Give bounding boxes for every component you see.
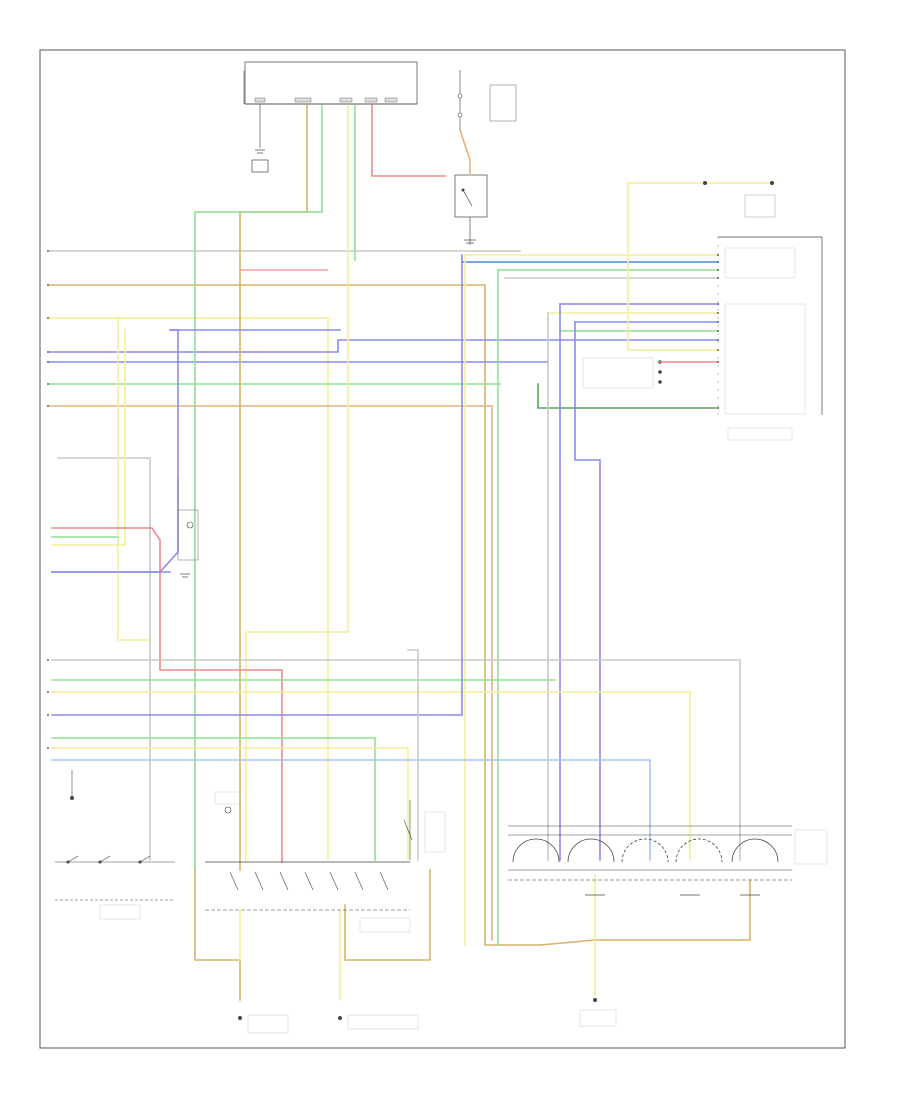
right-connector-pins	[717, 254, 719, 409]
left-connector-pins	[47, 250, 49, 749]
switch-icon	[461, 188, 473, 207]
ground-icon	[70, 796, 74, 800]
switch-icon	[403, 819, 413, 841]
gauge-icon	[512, 838, 779, 863]
park-neutral-switch	[403, 800, 446, 860]
top-right-sensor	[628, 181, 776, 218]
cluster-switches	[55, 770, 175, 920]
ignition-switch	[457, 70, 517, 130]
bottom-label-box-3	[579, 1009, 617, 1027]
relay-box	[454, 174, 488, 245]
instrument-cluster-connector	[717, 236, 823, 441]
bottom-label-box-2	[347, 1014, 419, 1030]
diagram-frame	[39, 49, 846, 1049]
switch-icon	[66, 855, 151, 864]
connector-icon	[254, 97, 398, 103]
gauge-panel	[508, 825, 828, 881]
switch-icon	[229, 871, 389, 891]
ground-icon	[238, 998, 597, 1020]
top-sensor	[251, 104, 269, 173]
bottom-label-box	[247, 1014, 289, 1034]
dashboard-lamps	[582, 357, 662, 389]
speed-sensor	[177, 478, 199, 578]
ground-icon	[255, 149, 265, 154]
ground-icon	[180, 573, 190, 578]
ground-icon	[464, 239, 476, 244]
selector-switch	[205, 791, 411, 933]
top-connector-block	[243, 61, 418, 105]
